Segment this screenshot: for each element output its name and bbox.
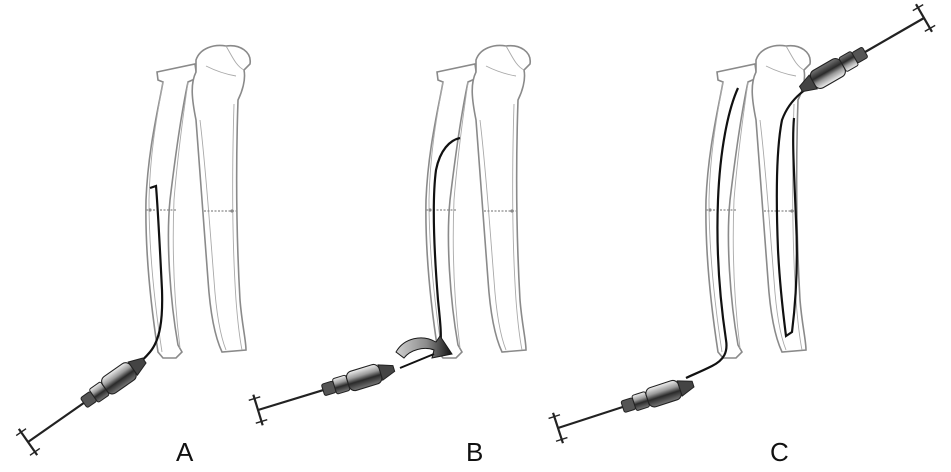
wire-chuck-icon: [547, 369, 698, 445]
panel-label-b: B: [466, 437, 484, 468]
wire-chuck-icon: [14, 347, 154, 458]
panel-c: [547, 1, 937, 445]
t-handle-icon: [248, 353, 399, 427]
panel-label-c: C: [770, 437, 790, 468]
forearm-bones-illustration: [426, 46, 530, 358]
t-handle-icon: [793, 1, 937, 103]
panel-b: [248, 46, 531, 428]
panel-label-a: A: [176, 437, 194, 468]
panel-a: [14, 46, 250, 459]
